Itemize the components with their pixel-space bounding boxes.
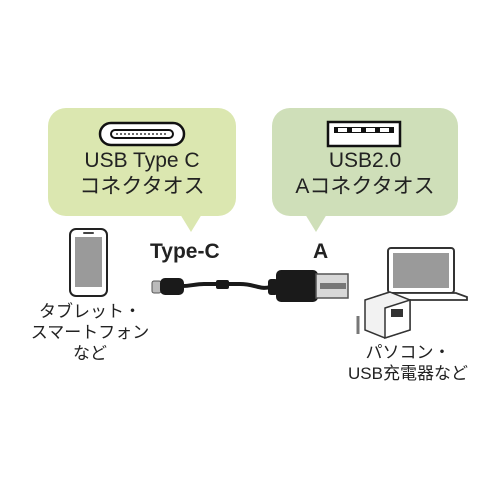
- usb-a-bubble-line1: USB2.0: [328, 149, 402, 172]
- pc-charger-caption: パソコン・ USB充電器など: [348, 343, 468, 383]
- usb-cable-icon: [151, 270, 349, 302]
- usb-type-c-port-icon: [98, 121, 186, 147]
- usb-a-label: A: [313, 240, 329, 263]
- type-c-label: Type-C: [150, 240, 220, 263]
- usb-charger-icon: [356, 291, 411, 340]
- tablet-smartphone-caption: タブレット・ スマートフォン など: [30, 302, 150, 363]
- usb-a-connector-bubble: USB2.0 Aコネクタオス: [272, 108, 458, 216]
- usb-a-port-icon: [326, 120, 402, 148]
- type-c-connector-bubble: USB Type C コネクタオス: [48, 108, 236, 216]
- type-c-bubble-line1: USB Type C: [84, 149, 200, 172]
- type-c-bubble-line2: コネクタオス: [79, 175, 205, 198]
- bubble-tail-left: [180, 214, 202, 232]
- smartphone-icon: [69, 228, 108, 297]
- bubble-tail-right: [305, 214, 327, 232]
- usb-a-bubble-line2: Aコネクタオス: [295, 175, 435, 198]
